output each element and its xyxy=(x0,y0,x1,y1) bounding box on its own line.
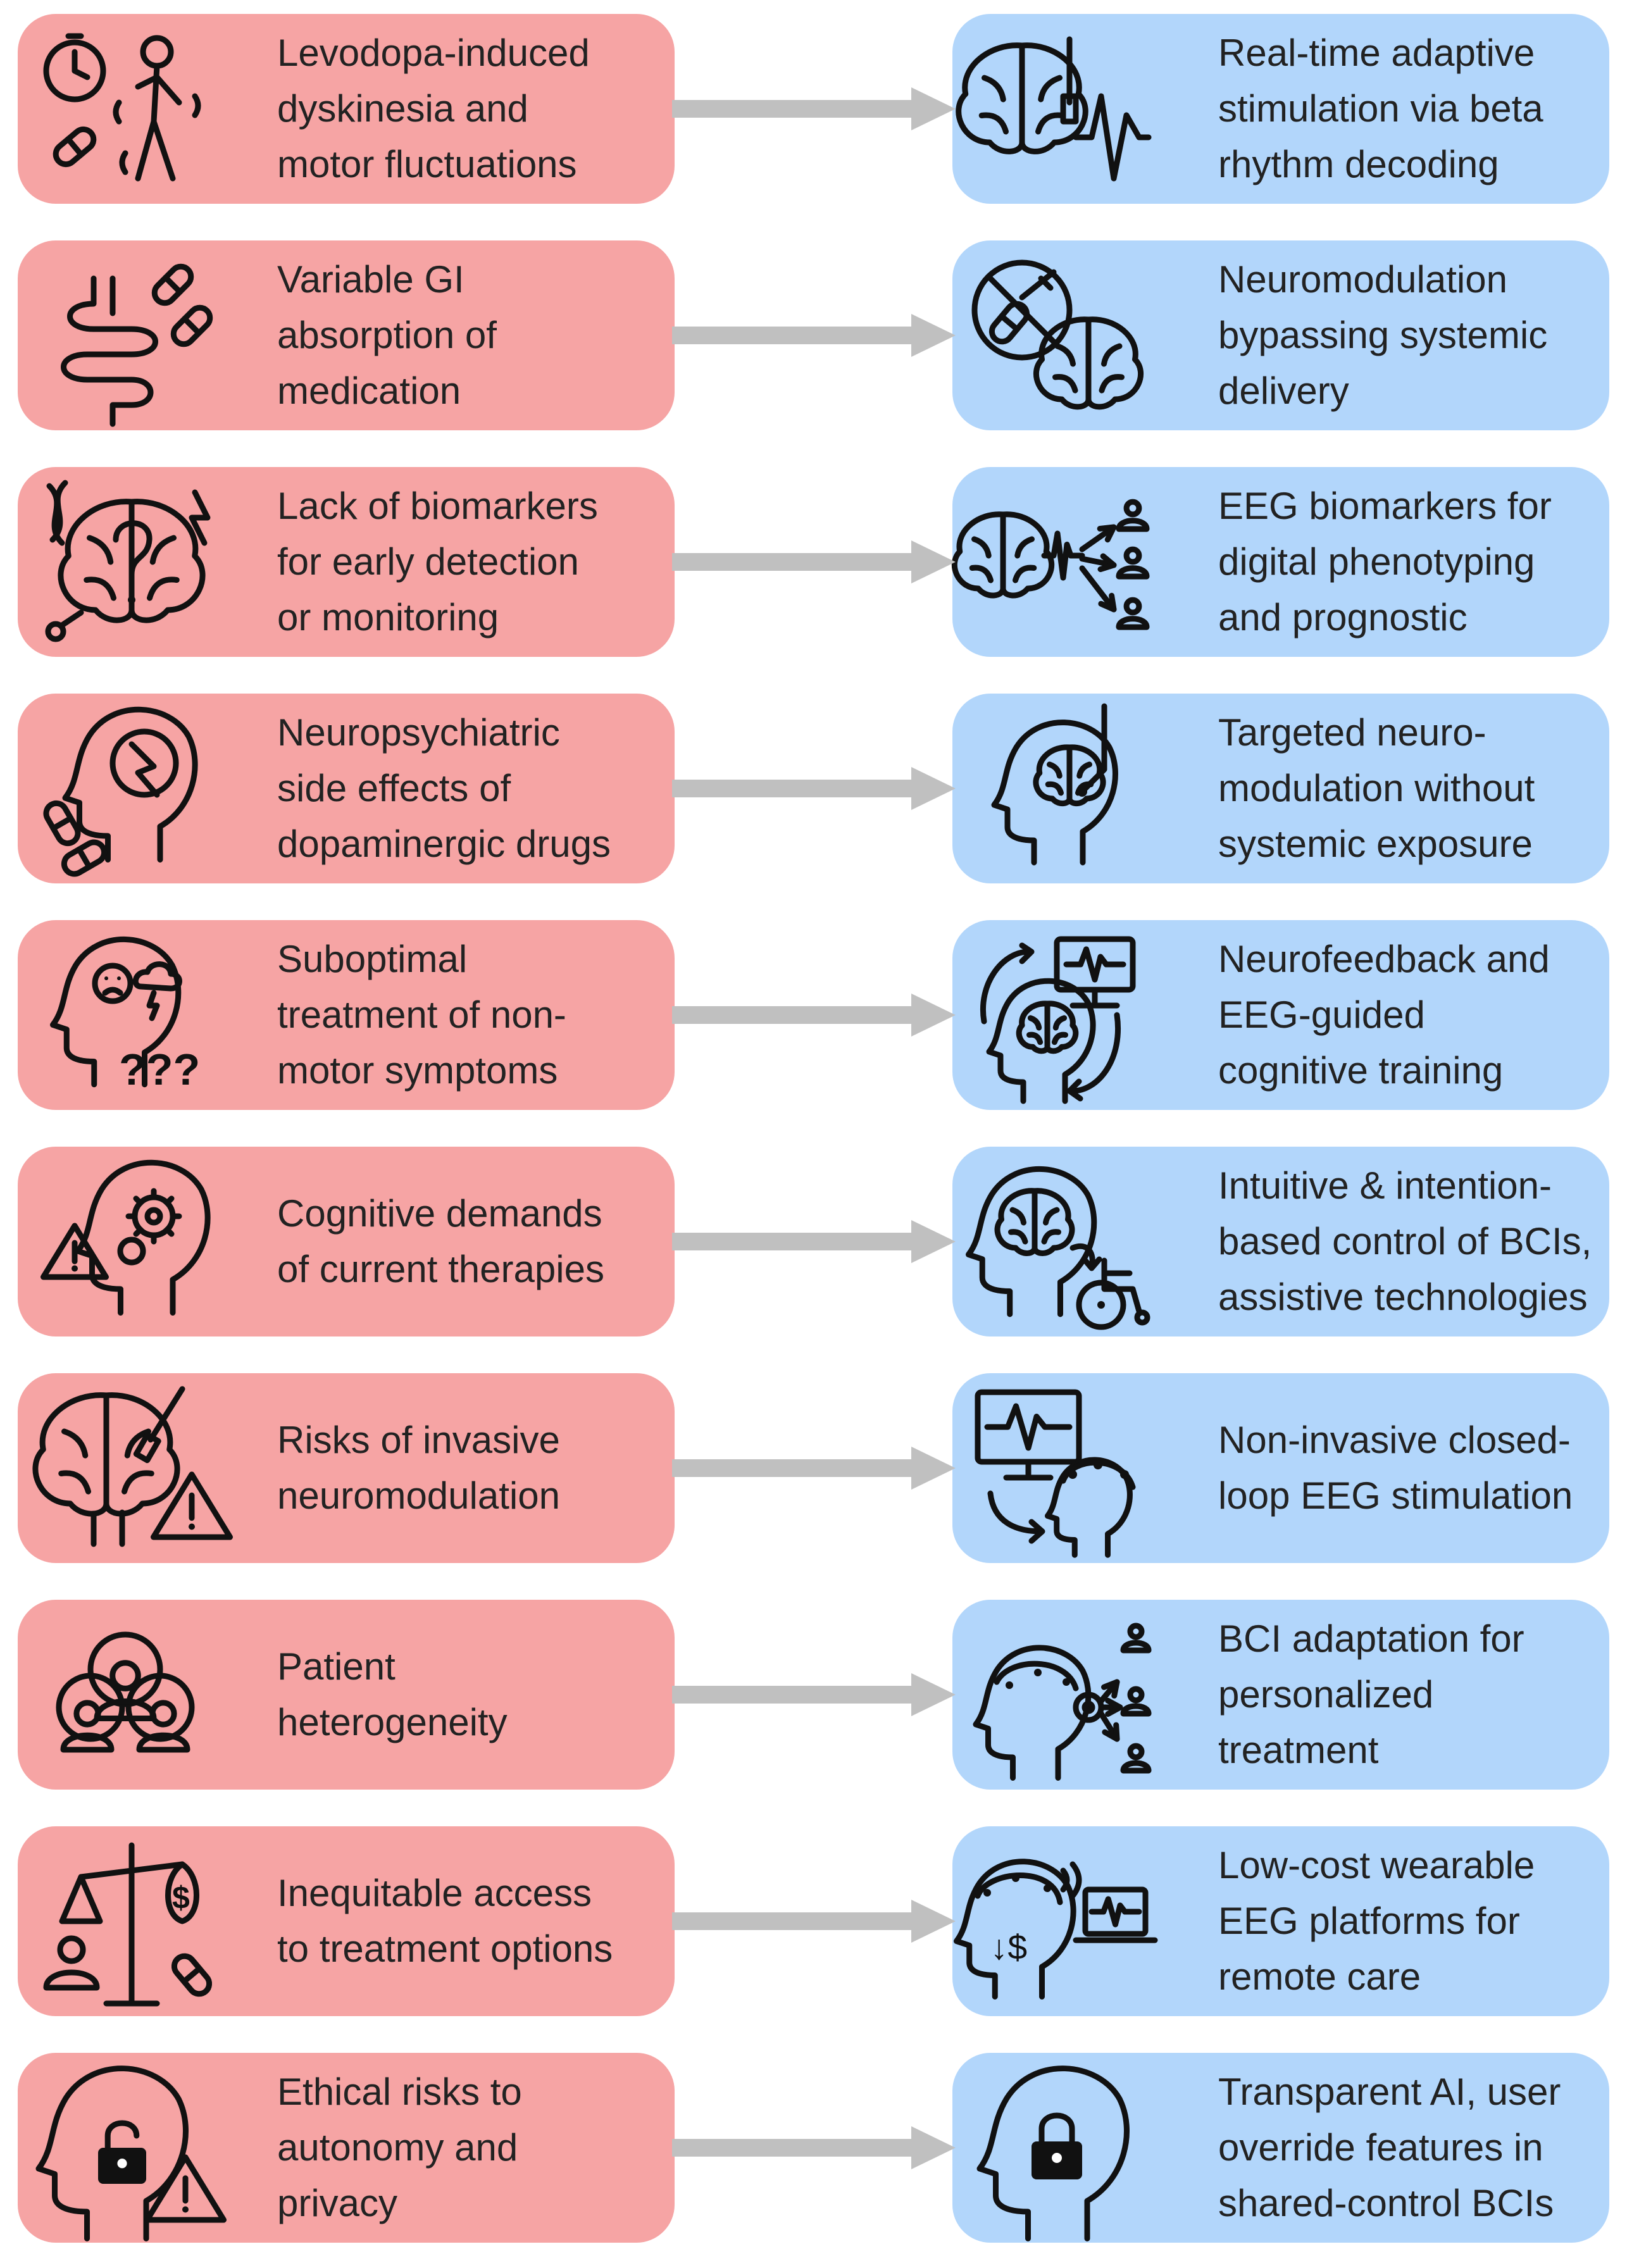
diagram-row: $ Inequitable access to treatment option… xyxy=(0,1826,1627,2016)
head-unlocked-warning-icon xyxy=(35,2066,227,2241)
solution-label: Targeted neuro- modulation without syste… xyxy=(1218,711,1535,865)
diagram-row: Cognitive demands of current therapies I… xyxy=(0,1147,1627,1336)
diagram-row: Patient heterogeneity BCI adaptation for… xyxy=(0,1600,1627,1790)
intestine-pills-icon xyxy=(37,253,227,427)
challenge-box: ??? Suboptimal treatment of non- motor sy… xyxy=(18,920,675,1110)
brain-question-dna-icon xyxy=(37,480,227,644)
right-arrow-icon xyxy=(672,763,956,814)
solution-label: EEG biomarkers for digital phenotyping a… xyxy=(1218,485,1552,639)
head-monitor-feedback-icon xyxy=(959,933,1149,1104)
brain-signal-to-patients-icon xyxy=(951,480,1150,644)
head-brain-wheelchair-icon xyxy=(959,1159,1150,1330)
brain-electrode-waveform-icon xyxy=(956,27,1152,191)
solution-label: Non-invasive closed- loop EEG stimulatio… xyxy=(1218,1419,1573,1517)
challenge-box: Levodopa-induced dyskinesia and motor fl… xyxy=(18,14,675,204)
solution-label: Real-time adaptive stimulation via beta … xyxy=(1218,32,1543,185)
brain-electrode-warning-icon xyxy=(32,1386,233,1550)
challenge-box: Risks of invasive neuromodulation xyxy=(18,1373,675,1563)
svg-text:???: ??? xyxy=(119,1045,200,1094)
solution-box: Targeted neuro- modulation without syste… xyxy=(952,694,1609,883)
scale-person-money-icon: $ xyxy=(37,1839,227,2007)
diagram-row: Variable GI absorption of medication Neu… xyxy=(0,240,1627,430)
solution-box: Neuromodulation bypassing systemic deliv… xyxy=(952,240,1609,430)
solution-label: Transparent AI, user override features i… xyxy=(1218,2071,1561,2224)
right-arrow-icon xyxy=(672,84,956,134)
solution-box: Real-time adaptive stimulation via beta … xyxy=(952,14,1609,204)
challenge-box: Variable GI absorption of medication xyxy=(18,240,675,430)
challenge-label: Risks of invasive neuromodulation xyxy=(277,1419,560,1517)
right-arrow-icon xyxy=(672,537,956,587)
right-arrow-icon xyxy=(672,1896,956,1947)
diagram-row: Neuropsychiatric side effects of dopamin… xyxy=(0,694,1627,883)
head-gear-to-patients-icon xyxy=(959,1612,1152,1781)
solution-box: ↓$ Low-cost wearable EEG platforms for r… xyxy=(952,1826,1609,2016)
right-arrow-icon xyxy=(672,2122,956,2173)
challenge-box: Patient heterogeneity xyxy=(18,1600,675,1790)
diagram-row: ??? Suboptimal treatment of non- motor sy… xyxy=(0,920,1627,1110)
diagram-row: Ethical risks to autonomy and privacy Tr… xyxy=(0,2053,1627,2243)
right-arrow-icon xyxy=(672,1669,956,1720)
solution-label: BCI adaptation for personalized treatmen… xyxy=(1218,1617,1524,1771)
right-arrow-icon xyxy=(672,1216,956,1267)
challenge-box: Cognitive demands of current therapies xyxy=(18,1147,675,1336)
challenge-label: Lack of biomarkers for early detection o… xyxy=(277,485,598,639)
head-locked-icon xyxy=(959,2066,1149,2241)
diverse-people-icon xyxy=(37,1612,227,1777)
solution-box: Non-invasive closed- loop EEG stimulatio… xyxy=(952,1373,1609,1563)
challenge-label: Suboptimal treatment of non- motor sympt… xyxy=(277,938,566,1092)
solution-box: Transparent AI, user override features i… xyxy=(952,2053,1609,2243)
challenge-label: Patient heterogeneity xyxy=(277,1645,508,1743)
solution-label: Low-cost wearable EEG platforms for remo… xyxy=(1218,1844,1535,1998)
monitor-eeg-cap-icon xyxy=(959,1386,1149,1558)
solution-box: Neurofeedback and EEG-guided cognitive t… xyxy=(952,920,1609,1110)
diagram-row: Levodopa-induced dyskinesia and motor fl… xyxy=(0,14,1627,204)
challenge-box: Neuropsychiatric side effects of dopamin… xyxy=(18,694,675,883)
diagram-row: Lack of biomarkers for early detection o… xyxy=(0,467,1627,657)
solution-box: EEG biomarkers for digital phenotyping a… xyxy=(951,467,1609,657)
stopwatch-pills-tremor-person-icon xyxy=(37,27,227,191)
eeg-head-laptop-icon: ↓$ xyxy=(954,1839,1158,2003)
challenge-label: Cognitive demands of current therapies xyxy=(277,1192,604,1290)
right-arrow-icon xyxy=(672,990,956,1040)
solution-label: Neuromodulation bypassing systemic deliv… xyxy=(1218,258,1548,412)
challenge-box: $ Inequitable access to treatment option… xyxy=(18,1826,675,2016)
right-arrow-icon xyxy=(672,310,956,361)
challenge-label: Variable GI absorption of medication xyxy=(277,258,497,412)
svg-text:$: $ xyxy=(172,1880,190,1916)
solution-label: Neurofeedback and EEG-guided cognitive t… xyxy=(1218,938,1550,1092)
challenge-label: Inequitable access to treatment options xyxy=(277,1872,613,1970)
head-storm-pills-icon xyxy=(37,706,227,877)
head-brain-probe-icon xyxy=(959,703,1149,871)
challenge-box: Lack of biomarkers for early detection o… xyxy=(18,467,675,657)
challenge-label: Neuropsychiatric side effects of dopamin… xyxy=(277,711,611,865)
head-sad-cloud-questions-icon: ??? xyxy=(37,933,227,1097)
head-gears-warning-icon xyxy=(37,1159,227,1324)
challenge-label: Ethical risks to autonomy and privacy xyxy=(277,2071,522,2224)
solution-box: BCI adaptation for personalized treatmen… xyxy=(952,1600,1609,1790)
solution-box: Intuitive & intention- based control of … xyxy=(952,1147,1609,1336)
diagram-row: Risks of invasive neuromodulation Non-in… xyxy=(0,1373,1627,1563)
no-drugs-brain-icon xyxy=(959,253,1149,418)
challenge-box: Ethical risks to autonomy and privacy xyxy=(18,2053,675,2243)
challenge-label: Levodopa-induced dyskinesia and motor fl… xyxy=(277,32,590,185)
solution-label: Intuitive & intention- based control of … xyxy=(1218,1164,1592,1318)
right-arrow-icon xyxy=(672,1443,956,1493)
svg-text:↓$: ↓$ xyxy=(990,1928,1027,1967)
